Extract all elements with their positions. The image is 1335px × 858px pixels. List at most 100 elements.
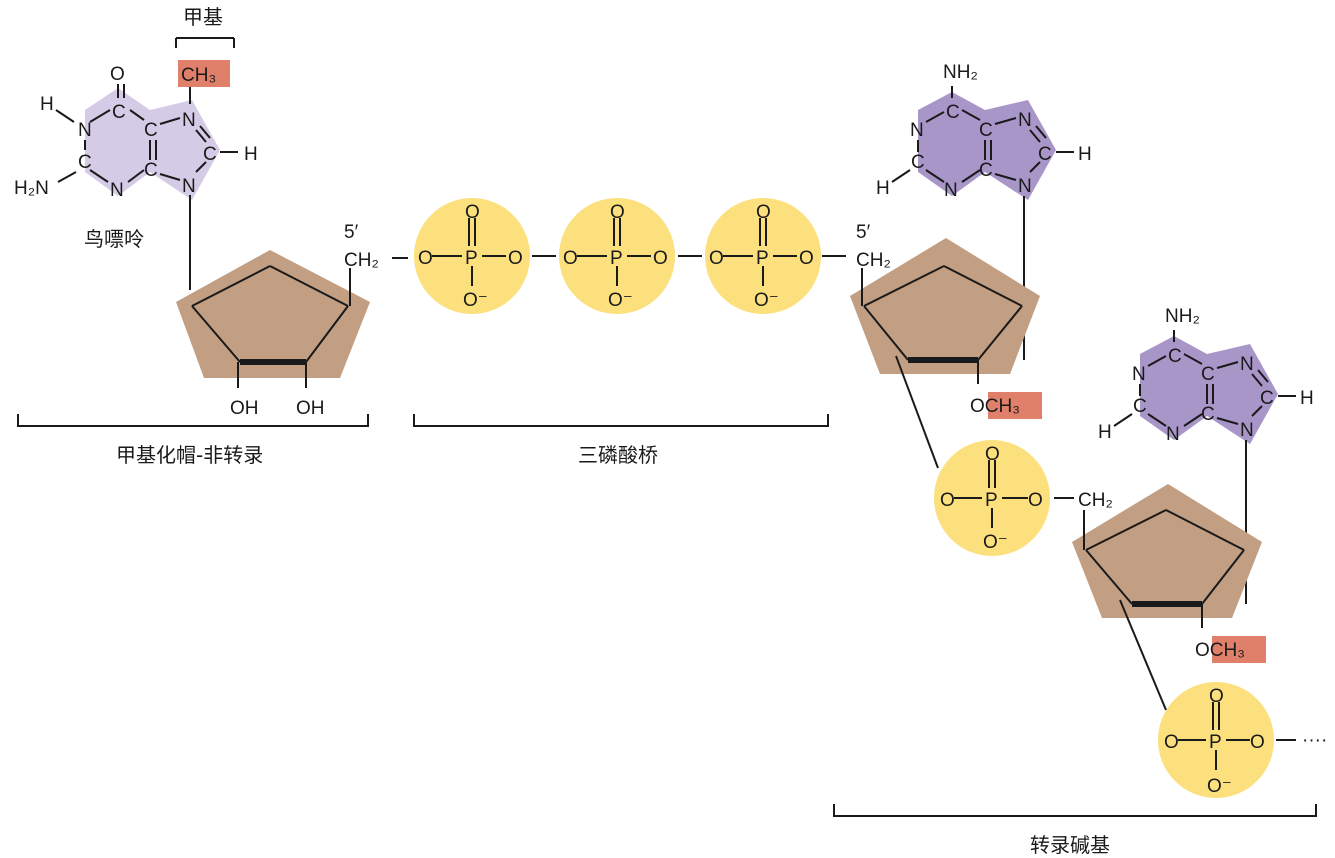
atom-n: N [78, 120, 92, 141]
atom-c: C [112, 102, 126, 123]
atom-o: O [465, 202, 480, 223]
methyl-highlight [988, 392, 1042, 419]
atom-p: P [610, 248, 623, 269]
atom-n: N [1240, 420, 1254, 441]
amino-group-label: H₂N [14, 178, 49, 199]
bracket-transcribed [833, 804, 1317, 817]
adenine-base-2: NH₂ C N C N C C N C N H H [1098, 306, 1314, 604]
atom-n: N [1018, 110, 1032, 131]
atom-c: C [78, 152, 92, 173]
triphosphate-bridge-label: 三磷酸桥 [578, 443, 658, 467]
atom-n: N [1166, 424, 1180, 445]
atom-n: N [182, 110, 196, 131]
atom-o: O [756, 202, 771, 223]
atom-c: C [1168, 346, 1182, 367]
atom-o: O [418, 248, 433, 269]
atom-n: N [1018, 176, 1032, 197]
atom-c: C [979, 120, 993, 141]
adenine-base-1: NH₂ C N C N C C N C N H H [876, 62, 1092, 360]
methyl-label-cap: CH₃ [181, 65, 216, 86]
atom-o: O [653, 248, 668, 269]
guanine-label: 鸟嘌呤 [84, 227, 144, 251]
adenine-five-ring-fill [985, 100, 1056, 200]
phosphate-o-minus: O⁻ [754, 290, 779, 311]
phosphate-4: O P O O O⁻ CH₂ [934, 440, 1113, 556]
atom-h: H [244, 144, 258, 165]
methyl-highlight [1212, 636, 1266, 663]
atom-o: O [985, 444, 1000, 465]
phosphate-o-minus: O⁻ [608, 290, 633, 311]
phosphate-o-minus: O⁻ [1207, 776, 1232, 797]
atom-p: P [756, 248, 769, 269]
phosphate-circle [1158, 682, 1274, 798]
phosphate-circle [934, 440, 1050, 556]
ribose-fill [850, 238, 1040, 374]
atom-c: C [1038, 144, 1052, 165]
bracket-triphosphate [413, 414, 829, 427]
atom-o: O [1164, 732, 1179, 753]
atom-c: C [911, 152, 925, 173]
phosphate-5: O P O O O⁻ ···· [1158, 682, 1327, 798]
atom-o: O [1209, 686, 1224, 707]
atom-c: C [979, 160, 993, 181]
atom-c: C [1260, 388, 1274, 409]
atom-o-carbonyl: O [110, 64, 125, 85]
hydroxyl-label: OH [296, 398, 325, 419]
atom-n: N [1132, 364, 1146, 385]
phosphate-circle [559, 198, 675, 314]
methoxy-label: OCH₃ [1195, 640, 1245, 661]
ribose-2: OCH₃ 5′ CH₂ [850, 222, 1042, 469]
atom-o: O [1250, 732, 1265, 753]
phosphate-circle [705, 198, 821, 314]
atom-o: O [508, 248, 523, 269]
methoxy-label: OCH₃ [970, 396, 1020, 417]
atom-h: H [876, 178, 890, 199]
methyl-group-label: 甲基 [183, 5, 223, 29]
chain-continuation: ···· [1302, 730, 1327, 751]
atom-c: C [203, 144, 217, 165]
amino-group-label: NH₂ [943, 62, 978, 83]
atom-h: H [1098, 422, 1112, 443]
atom-o: O [563, 248, 578, 269]
atom-o: O [610, 202, 625, 223]
atom-p: P [465, 248, 478, 269]
atom-o: O [940, 490, 955, 511]
ribose-cap: OH OH 5′ CH₂ [176, 222, 408, 419]
atom-o: O [709, 248, 724, 269]
ribose-fill [176, 250, 370, 378]
atom-o: O [1028, 490, 1043, 511]
phosphate-o-minus: O⁻ [463, 290, 488, 311]
atom-h: H [40, 94, 54, 115]
bracket-cap [17, 414, 369, 427]
five-prime-label: 5′ [344, 222, 359, 243]
atom-p: P [985, 490, 998, 511]
section-brackets [17, 414, 1317, 817]
five-prime-label: 5′ [856, 222, 871, 243]
atom-o: O [799, 248, 814, 269]
phosphate-circle [414, 198, 530, 314]
atom-n: N [182, 176, 196, 197]
ribose-3: OCH₃ [1072, 484, 1266, 711]
adenine-five-ring-fill [1207, 344, 1278, 444]
hydroxyl-label: OH [230, 398, 259, 419]
atom-n: N [944, 180, 958, 201]
atom-h: H [1078, 144, 1092, 165]
guanine-base: O C N C N C C N C N H H H₂N CH₃ 甲基 鸟嘌呤 [14, 5, 258, 290]
ch2-label: CH₂ [344, 250, 379, 271]
atom-c: C [946, 102, 960, 123]
methyl-highlight-cap [178, 60, 230, 87]
atom-n: N [910, 120, 924, 141]
atom-n: N [1240, 354, 1254, 375]
ch2-label: CH₂ [856, 250, 891, 271]
atom-c: C [144, 160, 158, 181]
guanine-five-ring-fill [150, 100, 220, 200]
atom-c: C [1201, 364, 1215, 385]
methylated-cap-label: 甲基化帽-非转录 [116, 443, 263, 467]
triphosphate-bridge: O P O O O⁻ O P O O O⁻ O P O O O⁻ [414, 198, 846, 314]
transcribed-bases-label: 转录碱基 [1030, 833, 1110, 857]
atom-c: C [1133, 396, 1147, 417]
atom-c: C [144, 120, 158, 141]
atom-p: P [1209, 732, 1222, 753]
atom-c: C [1201, 404, 1215, 425]
